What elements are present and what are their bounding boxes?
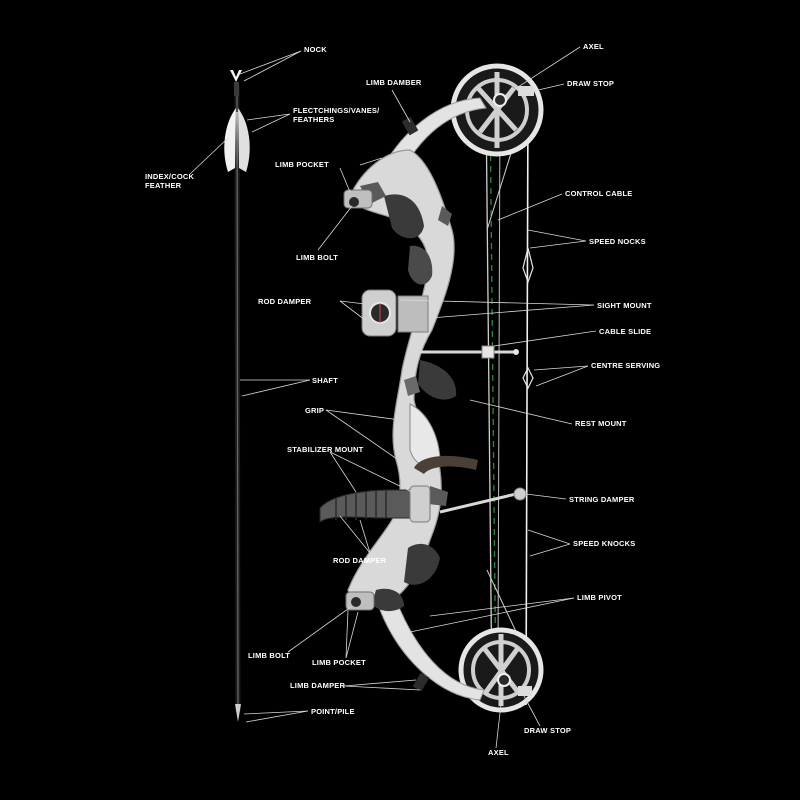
arrow-point [235,704,241,722]
label-shaft: SHAFT [312,376,338,385]
label-draw-stop-top: DRAW STOP [567,79,615,88]
label-rod-damper-bottom: ROD DAMPER [333,556,387,565]
cable-slide [481,345,495,359]
strings-and-cables [485,94,534,706]
stabilizer-mount [409,485,431,523]
stabilizer [319,455,478,524]
leader-lines [189,46,597,749]
upper-axel [493,93,507,107]
label-centre-serving: CENTRE SERVING [591,361,661,370]
label-control-cable: CONTROL CABLE [565,189,633,198]
upper-limb-bolt [349,197,359,207]
arrow-fletching-right [238,108,250,172]
bow-string [525,94,529,706]
label-sight-mount: SIGHT MOUNT [597,301,652,310]
label-limb-pocket-top: LIMB POCKET [275,160,329,169]
arrow-nock [230,70,242,82]
lower-draw-stop [518,686,532,696]
lower-limb-damper [412,672,430,692]
label-stabilizer-mount: STABILIZER MOUNT [287,445,364,454]
label-index-line1: INDEX/COCK [145,172,195,181]
label-index-feather: INDEX/COCK FEATHER [145,172,194,190]
label-limb-pocket-bottom: LIMB POCKET [312,658,366,667]
label-limb-bolt-bottom: LIMB BOLT [248,651,291,660]
label-speed-knocks: SPEED KNOCKS [573,539,636,548]
label-index-line2: FEATHER [145,181,182,190]
lower-axel [497,673,511,687]
sight-assembly [361,289,429,337]
label-nock: NOCK [304,45,327,54]
label-speed-nocks: SPEED NOCKS [589,237,646,246]
string-damper [513,487,527,501]
label-limb-pivot: LIMB PIVOT [577,593,622,602]
label-rest-mount: REST MOUNT [575,419,627,428]
arrow-fletching-left [224,108,236,172]
label-fletchings: FLECTCHINGS/VANES/ FEATHERS [293,106,379,124]
control-cable-line [485,99,493,701]
grip-panel [409,403,441,466]
label-axel-top: AXEL [583,42,604,51]
arrow-index-feather [236,112,238,170]
sight-mount-block [397,295,429,333]
label-rod-damper-top: ROD DAMPER [258,297,312,306]
label-point: POINT/PILE [311,707,355,716]
lower-limb [379,599,485,701]
lower-limb-bolt [351,597,361,607]
string-damper-rod [439,487,527,514]
label-cable-slide: CABLE SLIDE [599,327,652,336]
label-limb-damber: LIMB DAMBER [366,78,422,87]
label-fletchings-line2: FEATHERS [293,115,335,124]
upper-limb-damper [401,116,419,136]
arrow [224,70,250,722]
label-string-damper: STRING DAMPER [569,495,635,504]
wrist-sling [414,455,478,474]
label-limb-bolt-top: LIMB BOLT [296,253,339,262]
label-grip: GRIP [305,406,325,415]
label-axel-bottom: AXEL [488,748,509,757]
label-limb-damper-bottom: LIMB DAMPER [290,681,346,690]
label-fletchings-line1: FLECTCHINGS/VANES/ [293,106,380,115]
upper-draw-stop [518,86,534,96]
label-draw-stop-bottom: DRAW STOP [524,726,572,735]
cable-slide-rod [414,345,519,359]
